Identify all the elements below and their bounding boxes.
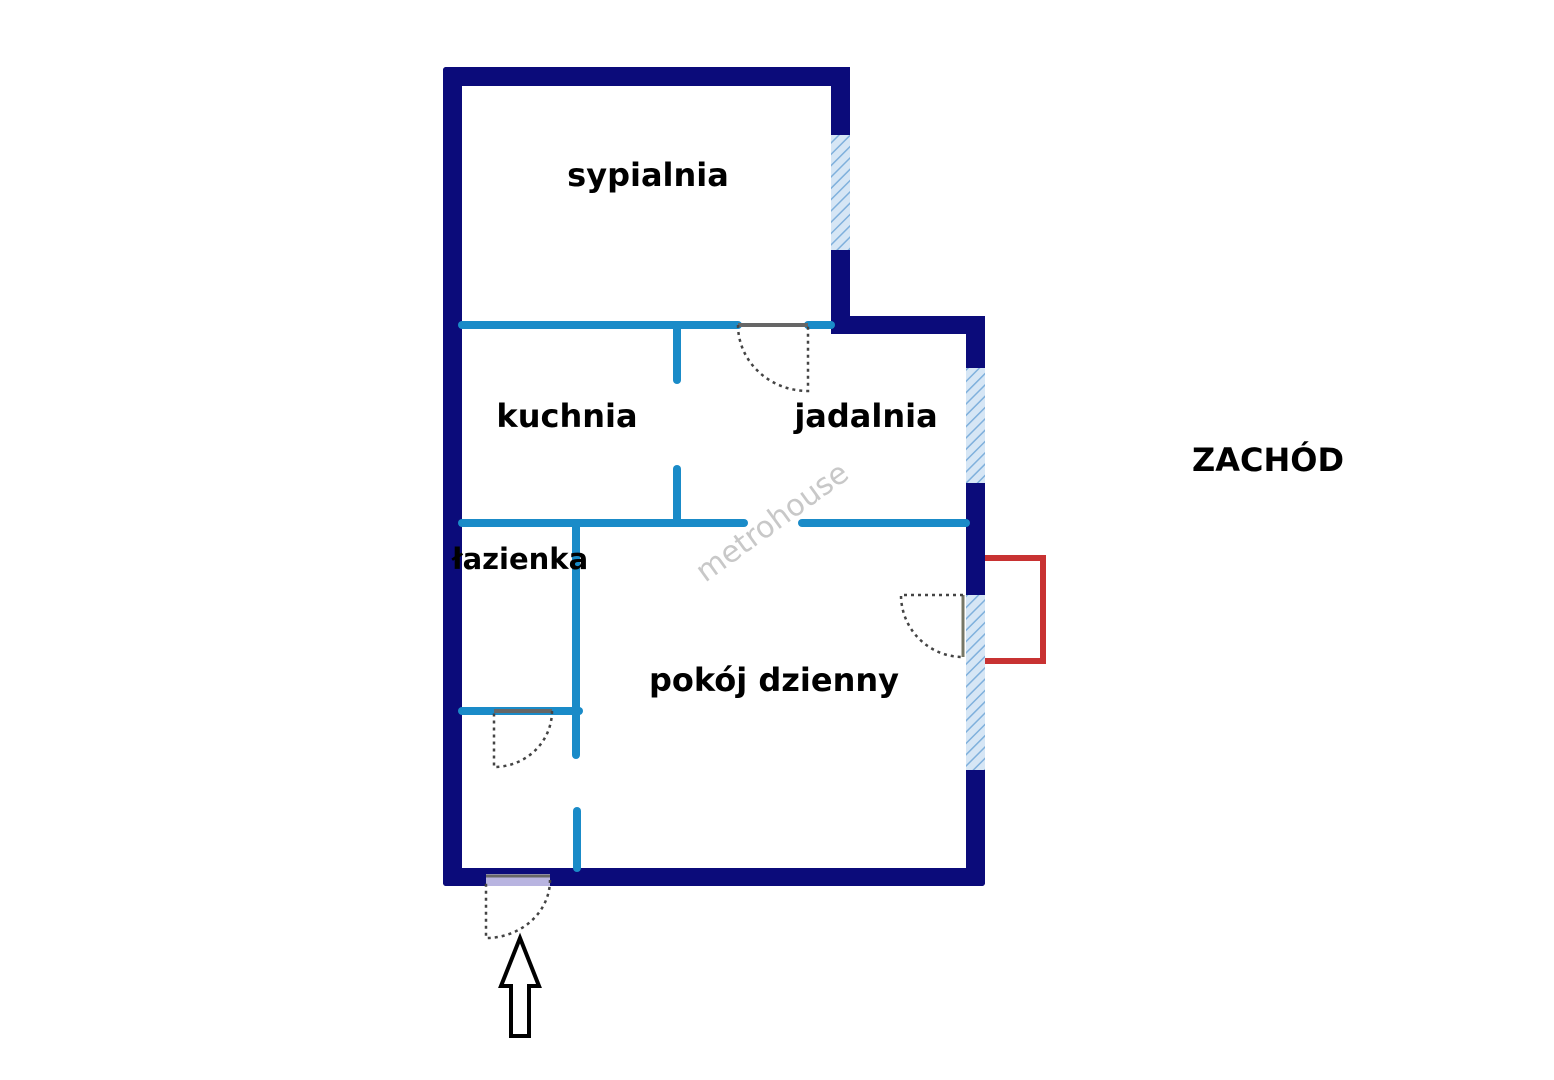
entry-arrow-icon bbox=[498, 932, 542, 1038]
room-label-bedroom: sypialnia bbox=[567, 156, 729, 194]
window-bedroom bbox=[831, 135, 850, 250]
door-bedroom bbox=[736, 323, 810, 393]
door-bathroom bbox=[492, 709, 554, 769]
inner-walls bbox=[458, 321, 970, 872]
room-label-dining: jadalnia bbox=[792, 397, 937, 435]
balcony bbox=[985, 555, 1046, 664]
outer-walls bbox=[443, 67, 985, 886]
door-balcony bbox=[899, 593, 965, 659]
window-dining bbox=[966, 368, 985, 483]
orientation-label: ZACHÓD bbox=[1192, 440, 1344, 479]
room-label-bathroom: łazienka bbox=[451, 542, 588, 576]
room-label-kitchen: kuchnia bbox=[496, 397, 637, 435]
window-balcony-door bbox=[966, 595, 985, 770]
door-entry bbox=[484, 879, 552, 940]
room-label-living: pokój dzienny bbox=[649, 661, 899, 699]
